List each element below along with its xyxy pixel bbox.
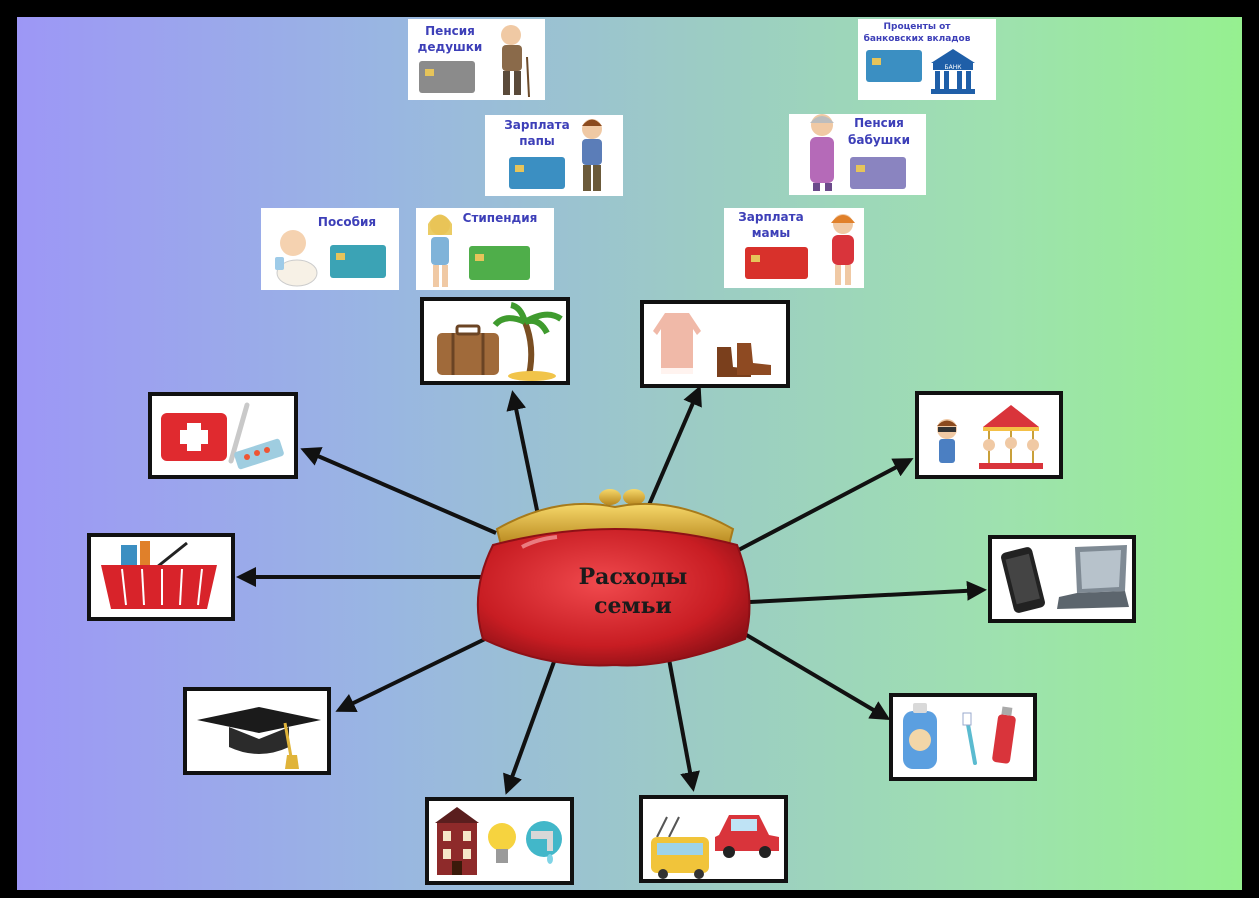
arrow-to-education [335, 637, 486, 712]
arrow-to-medicine [300, 447, 497, 535]
grandma-icon [810, 114, 834, 191]
diagram-canvas: Пенсия дедушки Проценты от банковских вк… [17, 17, 1242, 890]
allowance-line1: Пособия [318, 215, 376, 229]
bank-building-icon: БАНК [931, 49, 975, 94]
mom-icon [831, 214, 855, 285]
green-bank-card-icon [469, 246, 530, 280]
mom-salary-line1: Зарплата [738, 210, 803, 224]
cinema-kids-icon [937, 419, 957, 463]
arrow-to-entertainment [728, 458, 914, 557]
purse-icon: Расходы семьи [476, 489, 751, 667]
light-bulb-icon [488, 823, 516, 863]
suitcase-icon [437, 324, 499, 375]
student-girl-icon [428, 214, 452, 287]
income-card-grandma-pension: Пенсия бабушки [789, 114, 926, 195]
grocery-basket-icon [101, 541, 217, 609]
graduation-cap-icon [197, 707, 321, 769]
expense-box-transport [639, 795, 788, 883]
dad-salary-line1: Зарплата [504, 118, 569, 132]
palm-tree-icon [492, 302, 563, 381]
grandpa-pension-line2: дедушки [418, 40, 483, 54]
smartphone-icon [1001, 547, 1045, 613]
car-icon [715, 815, 779, 858]
arrow-to-gadgets [749, 580, 987, 604]
teal-bank-card-icon [330, 245, 386, 278]
bank-sign-text: БАНК [945, 64, 963, 71]
arrow-to-housing-utilities [503, 658, 557, 795]
thermometer-icon [228, 402, 250, 464]
grandpa-icon [501, 25, 530, 98]
water-tap-icon [526, 821, 562, 864]
laptop-icon [1057, 545, 1129, 609]
bank-interest-line1: Проценты от [883, 22, 951, 32]
baby-powder-icon [903, 703, 937, 769]
arrow-to-transport [667, 658, 700, 792]
first-aid-kit-icon [161, 413, 227, 461]
toothbrush-icon [962, 712, 977, 765]
lavender-bank-card-icon [850, 157, 906, 189]
income-card-grandpa-pension: Пенсия дедушки [408, 19, 545, 100]
carousel-icon [979, 405, 1043, 469]
expense-box-entertainment [915, 391, 1063, 479]
expense-box-housing-utilities [425, 797, 574, 885]
arrow-to-clothing [647, 385, 702, 506]
blue-bank-card-icon [866, 50, 922, 82]
dad-salary-line2: папы [519, 134, 555, 148]
dad-icon [582, 119, 602, 191]
expense-box-education [183, 687, 331, 775]
expense-box-clothing [640, 300, 790, 388]
boots-icon [717, 343, 771, 377]
arrow-to-travel [506, 390, 540, 516]
grey-bank-card-icon [419, 61, 475, 93]
center-title-line1: Расходы [579, 564, 688, 590]
blue-bank-card-icon [509, 157, 565, 189]
income-card-allowance: Пособия [261, 208, 399, 290]
pills-icon [234, 438, 284, 470]
expense-box-medicine [148, 392, 298, 479]
red-bank-card-icon [745, 247, 808, 279]
arrow-to-hygiene [731, 625, 891, 721]
baby-icon [275, 230, 318, 287]
income-card-bank-interest: Проценты от банковских вкладов БАНК [858, 19, 996, 100]
family-expenses-diagram: Пенсия дедушки Проценты от банковских вк… [87, 19, 1136, 885]
bank-interest-line2: банковских вкладов [864, 33, 971, 44]
income-card-mom-salary: Зарплата мамы [724, 208, 864, 288]
expense-box-travel [420, 297, 570, 385]
grandma-pension-line1: Пенсия [854, 116, 904, 130]
expense-box-hygiene [889, 693, 1037, 781]
arrows-group [236, 385, 987, 795]
expense-box-groceries [87, 533, 235, 621]
coat-icon [653, 313, 701, 374]
grandpa-pension-line1: Пенсия [425, 24, 475, 38]
house-icon [435, 807, 479, 875]
income-card-dad-salary: Зарплата папы [485, 115, 623, 196]
income-card-scholarship: Стипендия [416, 208, 554, 290]
expense-box-gadgets [988, 535, 1136, 623]
center-title-line2: семьи [594, 593, 672, 619]
toothpaste-icon [992, 706, 1016, 764]
mom-salary-line2: мамы [752, 226, 791, 240]
trolleybus-icon [651, 816, 709, 879]
grandma-pension-line2: бабушки [848, 133, 910, 147]
scholarship-line1: Стипендия [463, 211, 538, 225]
